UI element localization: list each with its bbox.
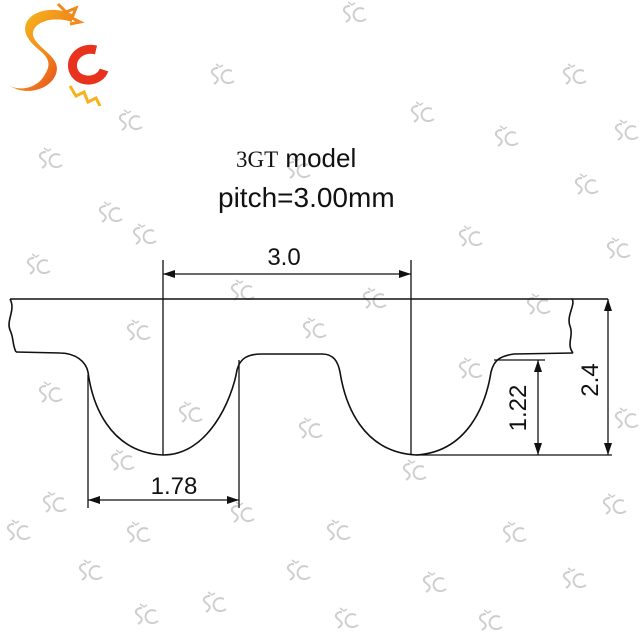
belt-profile: [8, 298, 608, 456]
tooth-width-label: 1.78: [151, 473, 198, 500]
model-code: 3GT: [236, 147, 279, 172]
pitch-title: pitch=3.00mm: [218, 182, 395, 213]
watermark-pattern: [6, 1, 639, 631]
pitch-dimension-label: 3.0: [267, 244, 300, 271]
brand-logo: [10, 2, 109, 107]
model-word: model: [285, 143, 357, 173]
model-title: 3GT model: [236, 143, 356, 174]
dimension-lines: [87, 260, 612, 508]
belt-height-label: 2.4: [577, 363, 604, 396]
tooth-height-label: 1.22: [505, 385, 532, 432]
